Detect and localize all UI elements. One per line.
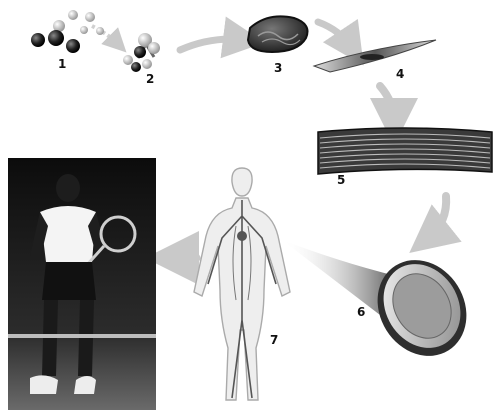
arrow-4-to-5 <box>380 86 394 122</box>
step-label-2: 2 <box>146 73 154 85</box>
arrow-5-to-6 <box>428 196 446 238</box>
step-label-4: 4 <box>396 68 404 80</box>
atoms-icon <box>31 10 104 53</box>
organism-photo-icon <box>8 158 156 410</box>
organ-system-icon <box>194 168 290 400</box>
tissue-icon <box>318 128 492 174</box>
organelle-icon <box>248 16 308 52</box>
arrow-2-to-3 <box>180 39 244 50</box>
step-label-3: 3 <box>274 62 282 74</box>
arrow-1-to-2 <box>92 26 118 44</box>
step-label-7: 7 <box>270 334 278 346</box>
organ-icon <box>282 240 484 373</box>
arrow-3-to-4 <box>318 22 352 48</box>
cell-icon <box>314 40 436 72</box>
step-label-1: 1 <box>58 58 66 70</box>
step-label-6: 6 <box>357 306 365 318</box>
step-label-5: 5 <box>337 174 345 186</box>
molecule-icon <box>123 33 160 72</box>
